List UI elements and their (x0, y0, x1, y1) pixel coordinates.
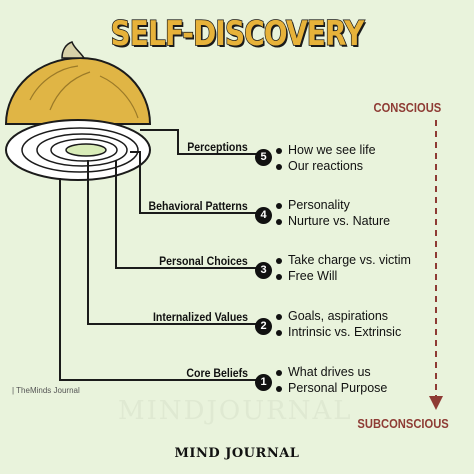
list-item: How we see life (275, 142, 376, 158)
brand-tag: | TheMinds Journal (12, 386, 80, 395)
footer-logo: MIND JOURNAL (174, 446, 300, 461)
level-label-behavioral-patterns: Behavioral Patterns (148, 199, 248, 213)
watermark: MINDJOURNAL (118, 396, 353, 426)
level-badge-4: 4 (255, 207, 272, 224)
list-item: Take charge vs. victim (275, 252, 411, 268)
list-item: Personality (275, 197, 390, 213)
level-badge-5: 5 (255, 149, 272, 166)
level-items-personal-choices: Take charge vs. victim Free Will (275, 252, 411, 284)
level-items-core-beliefs: What drives us Personal Purpose (275, 364, 387, 396)
page-title: SELF-DISCOVERY (110, 13, 365, 55)
level-items-internalized-values: Goals, aspirations Intrinsic vs. Extrins… (275, 308, 401, 340)
onion-icon (4, 41, 152, 181)
conscious-label: CONSCIOUS (373, 100, 442, 115)
level-items-behavioral-patterns: Personality Nurture vs. Nature (275, 197, 390, 229)
level-label-internalized-values: Internalized Values (152, 310, 248, 324)
list-item: Nurture vs. Nature (275, 213, 390, 229)
list-item: Goals, aspirations (275, 308, 401, 324)
level-badge-2: 2 (255, 318, 272, 335)
subconscious-label: SUBCONSCIOUS (357, 416, 449, 431)
depth-arrow (429, 120, 443, 410)
list-item: Intrinsic vs. Extrinsic (275, 324, 401, 340)
list-item: Personal Purpose (275, 380, 387, 396)
level-label-core-beliefs: Core Beliefs (186, 366, 248, 380)
list-item: What drives us (275, 364, 387, 380)
connector-lines (59, 129, 258, 381)
level-label-personal-choices: Personal Choices (159, 254, 248, 268)
level-items-perceptions: How we see life Our reactions (275, 142, 376, 174)
level-label-perceptions: Perceptions (187, 140, 248, 154)
list-item: Our reactions (275, 158, 376, 174)
list-item: Free Will (275, 268, 411, 284)
level-badge-1: 1 (255, 374, 272, 391)
level-badge-3: 3 (255, 262, 272, 279)
